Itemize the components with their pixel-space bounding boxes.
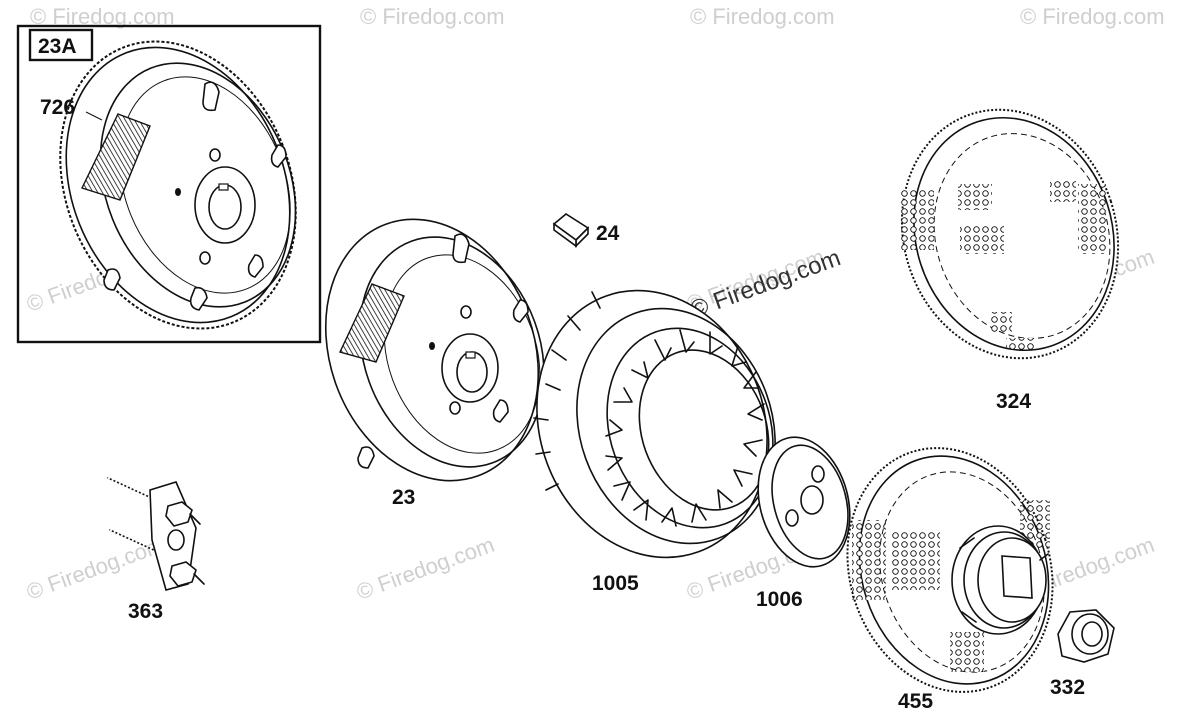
watermark: © Firedog.com — [1020, 4, 1165, 29]
part-1005-fan — [533, 289, 776, 559]
label-1006: 1006 — [756, 588, 803, 611]
inset-label-box — [28, 28, 94, 62]
part-24-key — [552, 213, 590, 248]
label-363: 363 — [128, 600, 163, 623]
part-23-flywheel — [324, 218, 545, 482]
label-324: 324 — [996, 390, 1031, 413]
part-332-nut — [1057, 609, 1115, 663]
label-332: 332 — [1050, 676, 1085, 699]
watermark: © Firedog.com — [360, 4, 505, 29]
watermark: © Firedog.com — [23, 532, 167, 605]
part-363-puller — [107, 477, 205, 591]
label-455: 455 — [898, 690, 933, 713]
label-1005: 1005 — [592, 572, 639, 595]
inset-23a: 23A 726 — [16, 24, 322, 344]
inset-label: 23A — [38, 35, 77, 58]
part-1006-plate — [757, 436, 851, 568]
inset-frame — [16, 24, 322, 344]
part-324-screen — [900, 108, 1120, 360]
label-726: 726 — [40, 96, 75, 119]
label-23: 23 — [392, 486, 415, 509]
watermark: © Firedog.com — [690, 4, 835, 29]
label-24: 24 — [596, 222, 620, 245]
watermark: © Firedog.com — [353, 532, 497, 605]
part-455-screen-hub — [846, 447, 1054, 693]
flywheel-with-ring-gear — [59, 40, 297, 330]
